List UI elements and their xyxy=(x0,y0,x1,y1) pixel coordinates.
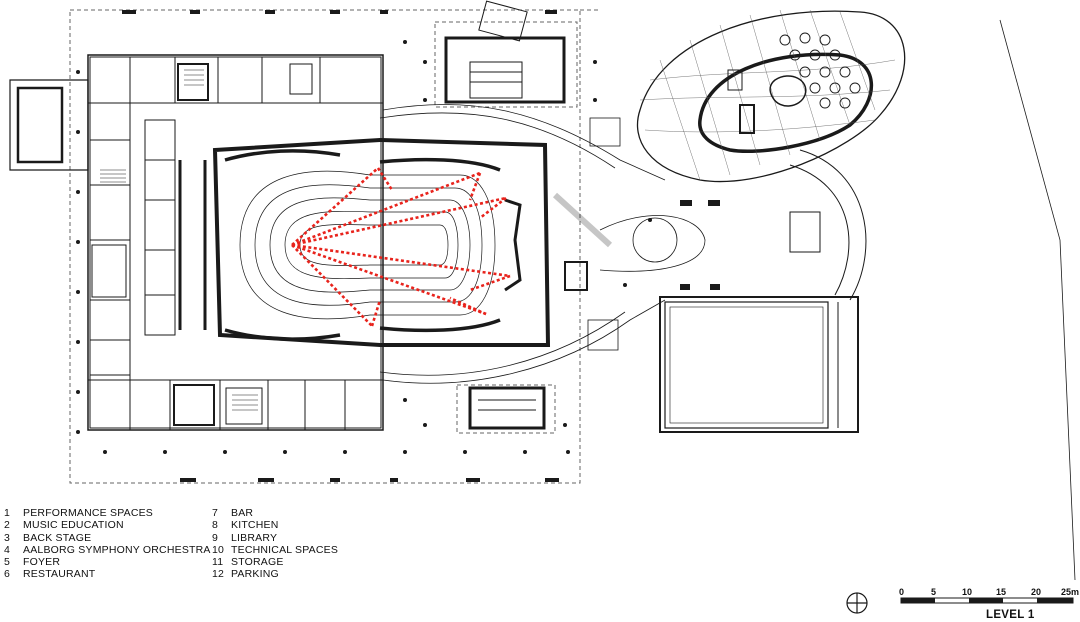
scale-tick-label: 25m xyxy=(1061,587,1080,597)
north-arrow-icon xyxy=(846,592,868,614)
scale-tick-label: 5 xyxy=(931,587,937,597)
east-wall xyxy=(789,19,1076,581)
south-tower xyxy=(456,384,556,434)
level-label: LEVEL 1 xyxy=(986,609,1035,621)
parking-box xyxy=(659,296,859,433)
scale-bar xyxy=(900,597,1074,604)
scale-tick-label: 15 xyxy=(996,587,1007,597)
foyer xyxy=(379,104,706,384)
scale-tick-label: 10 xyxy=(962,587,973,597)
west-annex xyxy=(9,79,89,171)
site-outline xyxy=(69,9,598,484)
scale-tick-label: 20 xyxy=(1031,587,1042,597)
acoustic-rays xyxy=(291,167,511,327)
concert-hall xyxy=(178,137,551,347)
north-tower xyxy=(434,0,578,108)
scale-tick-label: 0 xyxy=(899,587,905,597)
columns xyxy=(76,10,720,482)
restaurant-pavilion xyxy=(636,9,906,183)
main-building xyxy=(87,54,384,431)
